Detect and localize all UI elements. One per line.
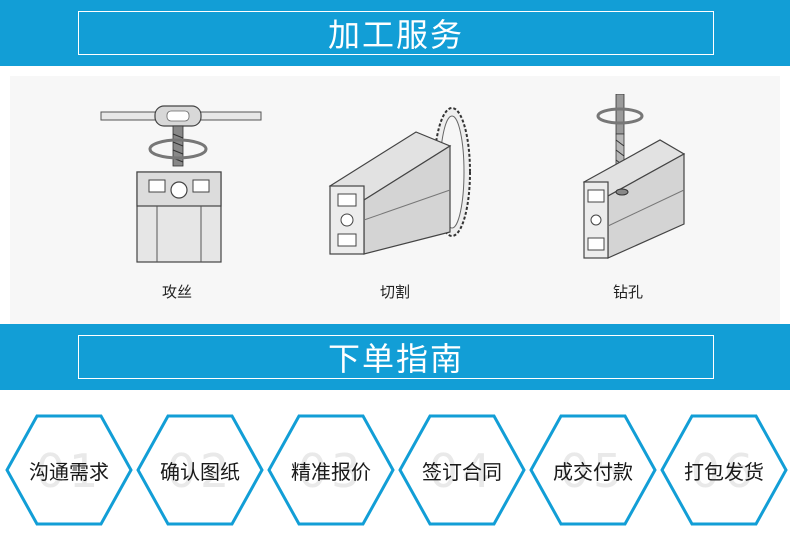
step-contract: 04 签订合同: [398, 414, 526, 526]
step-number: 02: [166, 444, 234, 498]
step-number: 04: [428, 444, 496, 498]
step-label: 打包发货: [684, 460, 764, 484]
step-payment: 05 成交付款: [529, 414, 657, 526]
step-number: 03: [297, 444, 365, 498]
section-title-processing: 加工服务: [78, 11, 714, 55]
step-number: 01: [35, 444, 103, 498]
step-number: 06: [690, 444, 758, 498]
step-label: 成交付款: [553, 460, 633, 484]
section-title-ordering: 下单指南: [78, 335, 714, 379]
order-steps: 01 沟通需求 02 确认图纸 03 精准报价 04 签订合同 05 成交付款 …: [0, 400, 790, 551]
step-communicate: 01 沟通需求: [5, 414, 133, 526]
process-label-drilling: 钻孔: [612, 283, 643, 301]
tapping-illustration: [97, 94, 277, 274]
step-number: 05: [559, 444, 627, 498]
step-confirm-drawing: 02 确认图纸: [136, 414, 264, 526]
drilling-illustration: [580, 93, 760, 274]
process-label-cutting: 切割: [379, 283, 410, 301]
step-shipping: 06 打包发货: [660, 414, 788, 526]
cutting-illustration: [320, 94, 500, 274]
step-label: 沟通需求: [29, 460, 109, 484]
step-quote: 03 精准报价: [267, 414, 395, 526]
process-label-tapping: 攻丝: [161, 283, 192, 301]
step-label: 签订合同: [422, 460, 502, 484]
step-label: 精准报价: [291, 460, 371, 484]
step-label: 确认图纸: [160, 460, 240, 484]
